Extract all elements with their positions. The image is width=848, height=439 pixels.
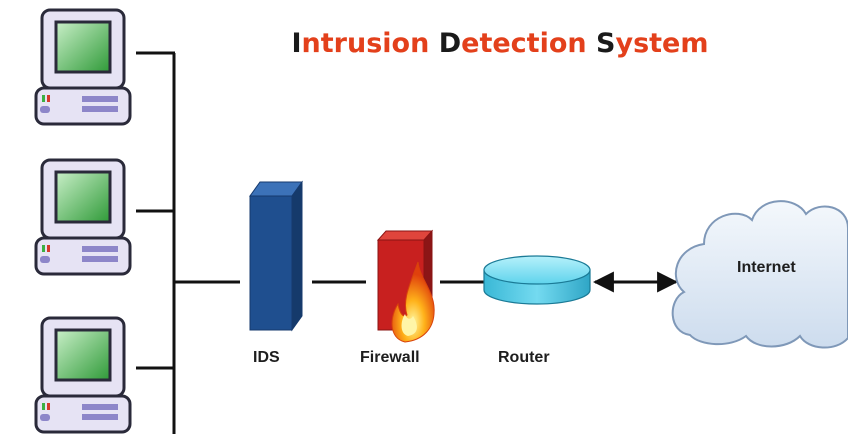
- diagram-title: Intrusion Detection System: [250, 28, 750, 59]
- lan-bus: [136, 51, 484, 434]
- firewall-label: Firewall: [360, 349, 420, 366]
- ids-device: [249, 180, 303, 332]
- title-word: System: [596, 28, 709, 59]
- title-word: Intrusion: [291, 28, 430, 59]
- computer-2: [34, 158, 132, 276]
- flame-icon: [391, 261, 435, 343]
- title-word: Detection: [438, 28, 587, 59]
- router-device: [483, 255, 591, 305]
- router-label: Router: [498, 349, 550, 366]
- internet-cloud: [671, 200, 848, 349]
- computer-3: [34, 316, 132, 434]
- computer-1: [34, 8, 132, 126]
- internet-label: Internet: [737, 259, 796, 276]
- ids-label: IDS: [253, 349, 280, 366]
